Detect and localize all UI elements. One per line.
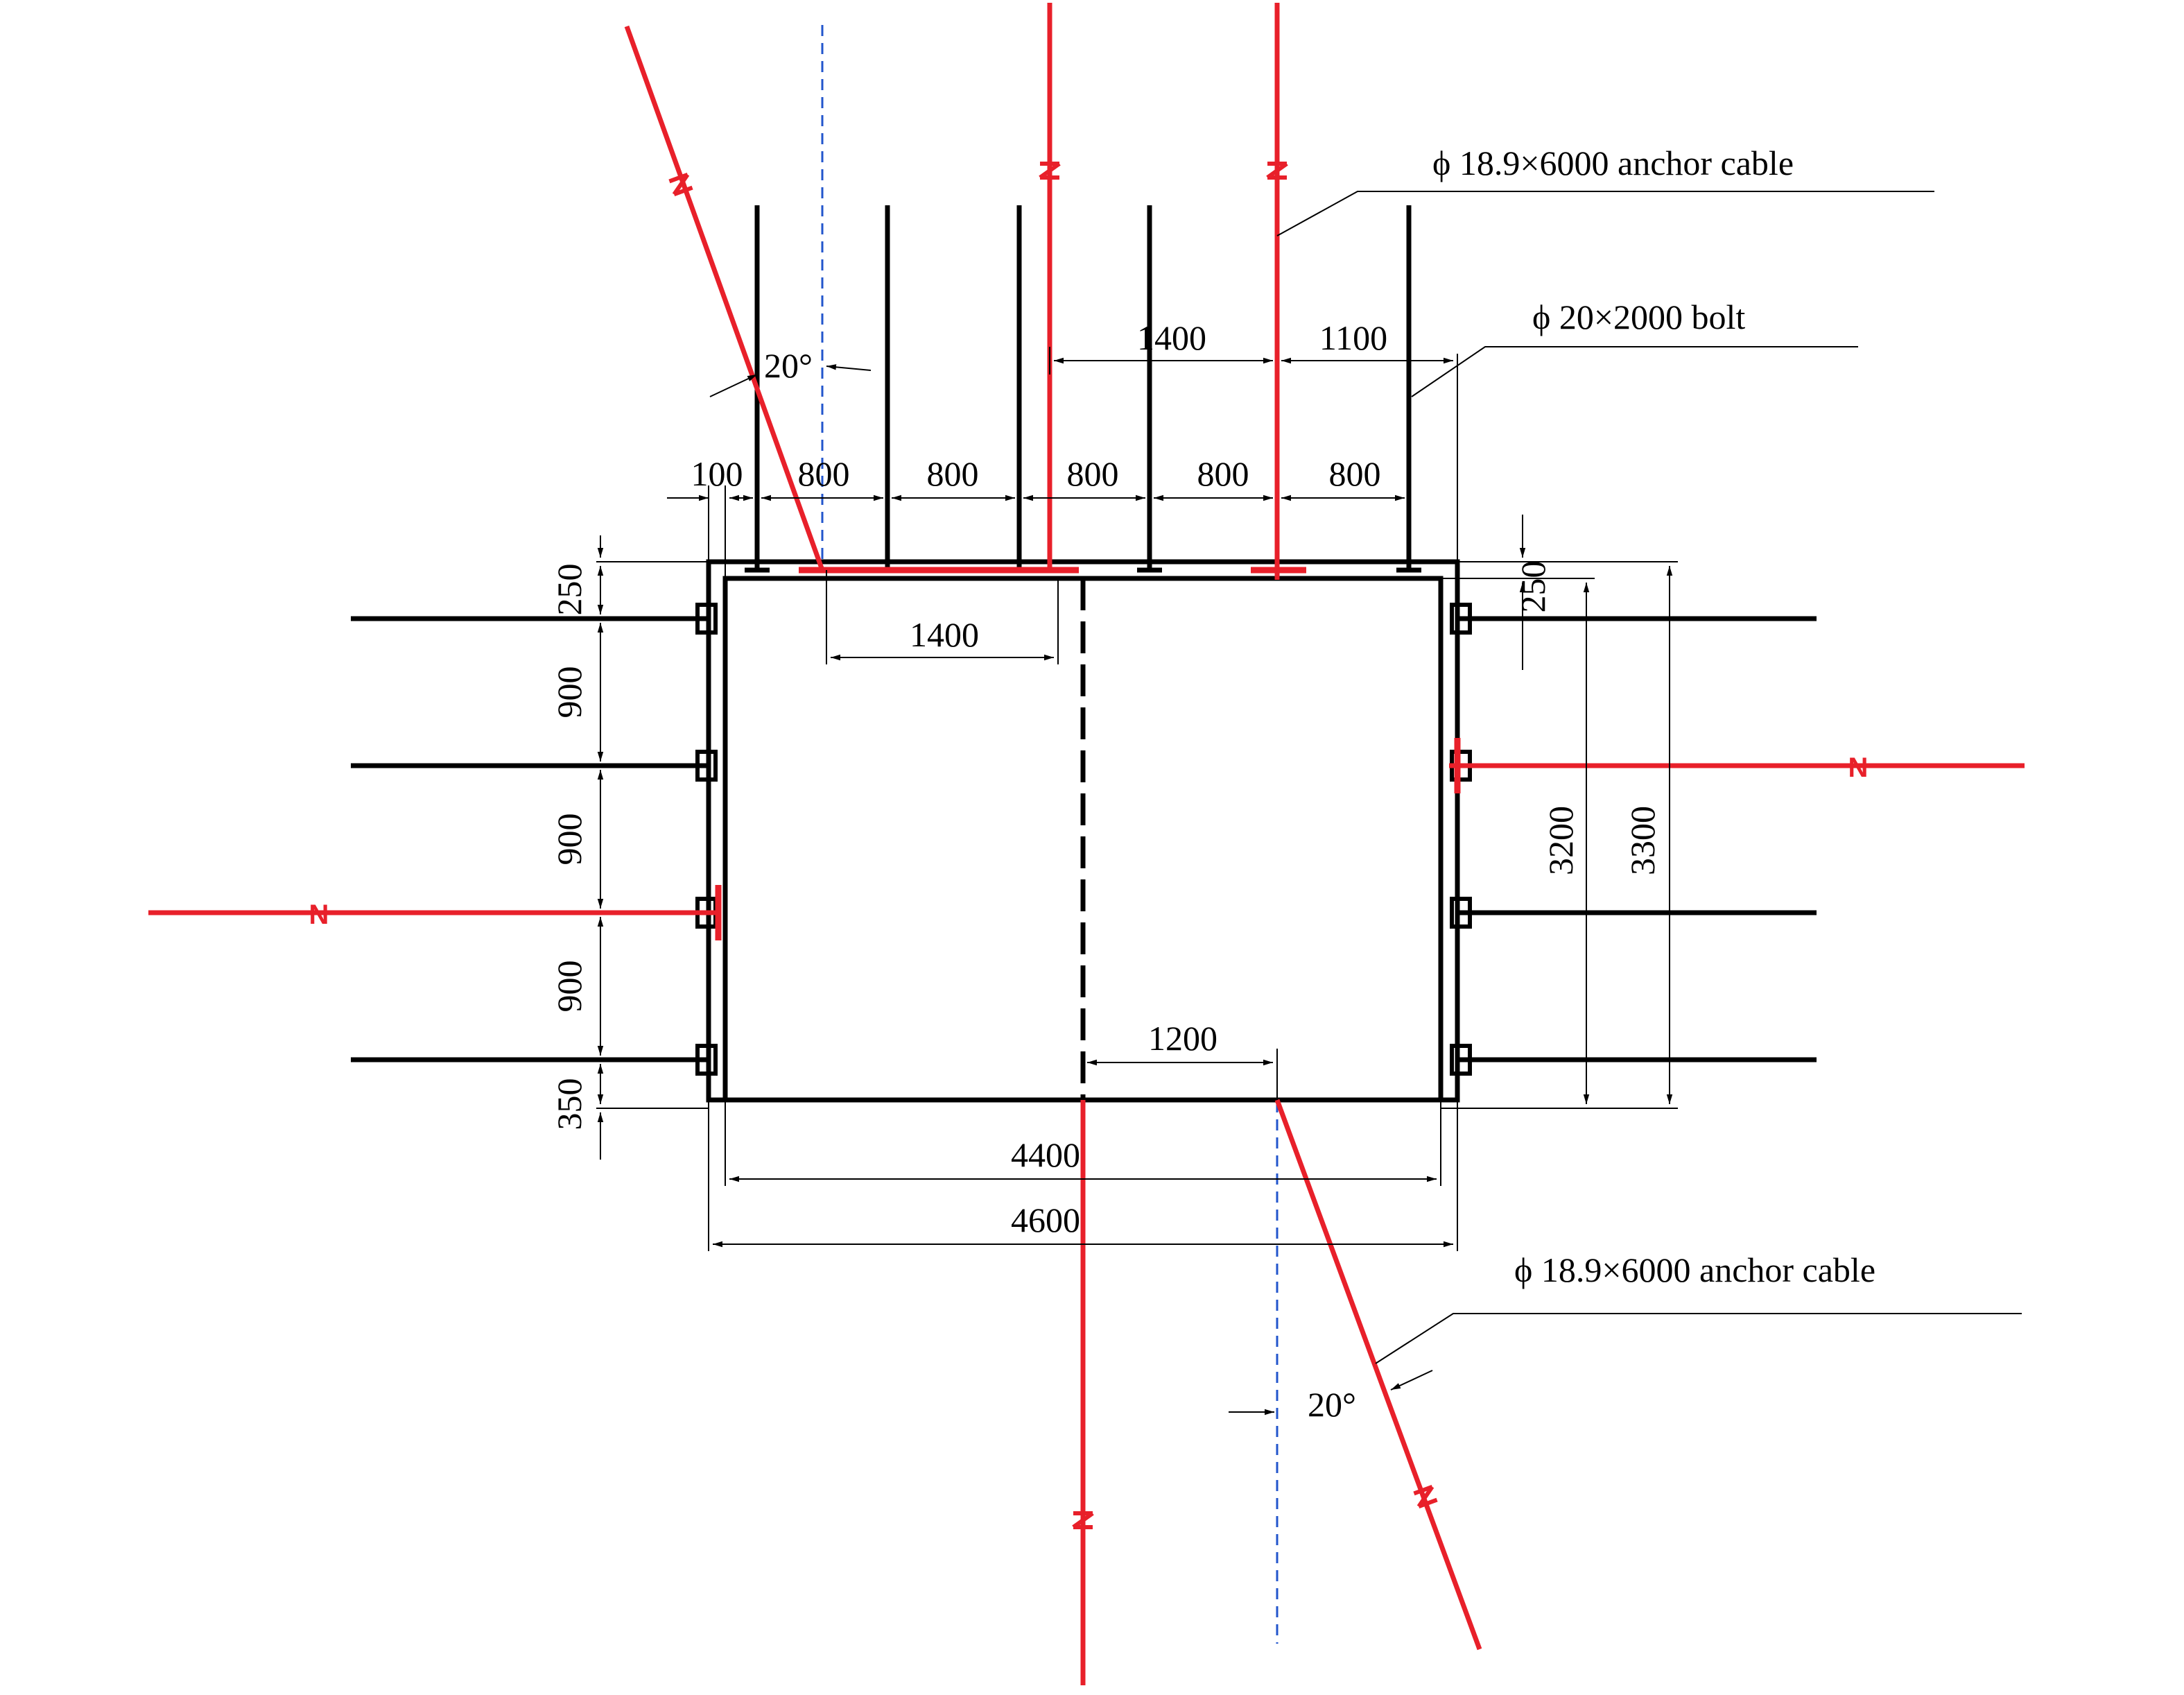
leader-bolt [1411, 346, 1858, 397]
roadway-frame [706, 559, 1460, 1103]
label-bolt: ϕ 20×2000 bolt [1532, 298, 1745, 336]
leader-cable-top [1276, 191, 1934, 236]
dim-left-350: 350 [550, 1078, 589, 1130]
break-marker [1413, 1484, 1438, 1509]
top-bolts [745, 205, 1421, 573]
dim-mid-1200: 1200 [1148, 1019, 1217, 1058]
anchor-cables [148, 3, 2025, 1685]
label-cable-top: ϕ 18.9×6000 anchor cable [1432, 144, 1794, 182]
angle-bottom: 20° [1308, 1385, 1356, 1424]
dim-spacing-800: 800 [1197, 454, 1249, 493]
bolt [351, 603, 718, 635]
dimensions-left: 250 900 900 900 350 [550, 535, 709, 1160]
dim-left-900: 900 [550, 961, 589, 1013]
dim-spacing-100: 100 [691, 454, 743, 493]
dim-bottom-4600: 4600 [1011, 1201, 1080, 1239]
dim-bottom-4400: 4400 [1011, 1135, 1080, 1174]
dim-left-900: 900 [550, 666, 589, 719]
break-marker [1039, 162, 1061, 180]
dimensions-bottom: 1200 4400 4600 [708, 1019, 1458, 1251]
dim-right-250: 250 [1514, 561, 1552, 613]
bolt [351, 1044, 718, 1076]
dim-left-250: 250 [550, 564, 589, 616]
dimensions-top: 1400 1100 100 800 800 800 800 800 1400 [667, 318, 1458, 664]
anchor-cable-bottom-inclined [1274, 1099, 1482, 1651]
dimensions-right: 250 3200 3300 [1441, 515, 1678, 1109]
dim-spacing-800: 800 [927, 454, 979, 493]
bolt [1137, 205, 1162, 573]
n-marker-right: N [1848, 752, 1869, 783]
dim-right-3300: 3300 [1623, 806, 1662, 875]
callouts: ϕ 18.9×6000 anchor cable ϕ 20×2000 bolt … [1276, 144, 2022, 1364]
bolt [1450, 603, 1817, 635]
label-cable-bottom: ϕ 18.9×6000 anchor cable [1514, 1250, 1875, 1289]
angle-top: 20° [764, 346, 813, 385]
dim-spacing-800: 800 [798, 454, 850, 493]
leader-cable-bottom [1375, 1313, 2022, 1364]
bolt [351, 750, 718, 782]
dim-inner-1400: 1400 [910, 615, 979, 654]
angle-annotations: 20° 20° [709, 346, 1433, 1424]
dim-right-3200: 3200 [1541, 806, 1580, 875]
dim-spacing-800: 800 [1067, 454, 1119, 493]
bolt [875, 205, 900, 573]
dim-spacing-800: 800 [1329, 454, 1381, 493]
break-marker [668, 172, 693, 197]
break-marker [1266, 162, 1288, 180]
anchor-cable-top-inclined [624, 25, 825, 571]
dim-top-1100: 1100 [1319, 318, 1387, 357]
bolt [1450, 1044, 1817, 1076]
dim-left-900: 900 [550, 814, 589, 866]
cable-break-markers: N N [309, 162, 1869, 1529]
n-marker-left: N [309, 900, 329, 930]
bolt [1007, 205, 1032, 573]
bolt [1396, 205, 1421, 573]
left-side-bolts [351, 603, 718, 1076]
dim-top-1400: 1400 [1137, 318, 1206, 357]
break-marker [1072, 1511, 1094, 1529]
inclination-centerlines [821, 25, 1279, 1644]
bolt [1450, 897, 1817, 929]
